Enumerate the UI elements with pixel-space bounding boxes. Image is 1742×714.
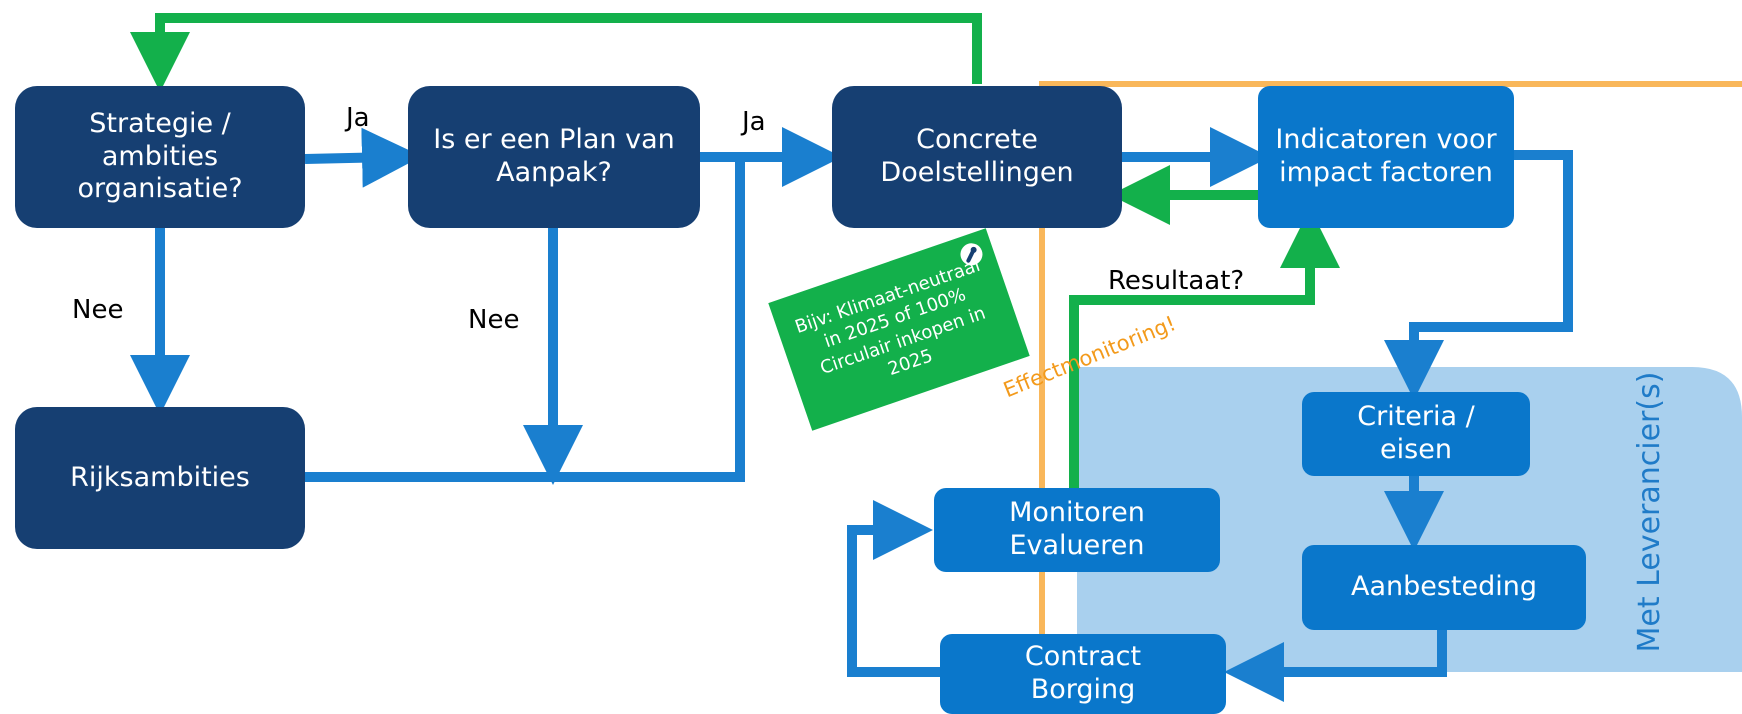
arrow-aanbesteding-contract: [1224, 630, 1447, 702]
node-plan-label: Is er een Plan van Aanpak?: [433, 124, 675, 188]
node-aanbesteding: Aanbesteding: [1302, 545, 1586, 630]
label-ja-1: Ja: [346, 103, 370, 133]
arrow-contract-monitoren: [847, 500, 940, 677]
arrow-concrete-strategie: [130, 13, 982, 92]
node-monitoren-label: Monitoren Evalueren: [1009, 497, 1145, 561]
pushpin-icon: [960, 243, 983, 266]
node-indicatoren: Indicatoren voor impact factoren: [1258, 86, 1514, 228]
node-aanbesteding-label: Aanbesteding: [1350, 571, 1538, 603]
node-contract-label: Contract Borging: [1024, 641, 1142, 705]
node-criteria-label: Criteria / eisen: [1357, 401, 1475, 465]
line-rijks-merge: [305, 160, 745, 482]
node-contract: Contract Borging: [940, 634, 1226, 714]
node-concrete-label: Concrete Doelstellingen: [880, 124, 1074, 188]
label-nee-2: Nee: [468, 305, 520, 335]
label-resultaat: Resultaat?: [1108, 266, 1245, 296]
node-concrete: Concrete Doelstellingen: [832, 86, 1122, 228]
node-indicatoren-label: Indicatoren voor impact factoren: [1275, 124, 1497, 188]
arrow-monitoren-indicatoren: [1069, 208, 1340, 488]
node-rijksambities: Rijksambities: [15, 407, 305, 549]
arrow-strategie-plan: [304, 127, 422, 188]
node-strategie: Strategie / ambities organisatie?: [15, 86, 305, 228]
node-criteria: Criteria / eisen: [1302, 392, 1530, 476]
label-nee-1: Nee: [72, 295, 124, 325]
node-monitoren: Monitoren Evalueren: [934, 488, 1220, 572]
label-ja-2: Ja: [742, 107, 766, 137]
node-strategie-label: Strategie / ambities organisatie?: [77, 107, 243, 205]
node-rijksambities-label: Rijksambities: [70, 461, 250, 493]
node-plan: Is er een Plan van Aanpak?: [408, 86, 700, 228]
met-leveranciers-label: Met Leverancier(s): [1632, 371, 1667, 653]
example-note: Bijv: Klimaat-neutraal in 2025 of 100% C…: [768, 228, 1030, 431]
arrow-indicatoren-criteria: [1384, 150, 1573, 400]
